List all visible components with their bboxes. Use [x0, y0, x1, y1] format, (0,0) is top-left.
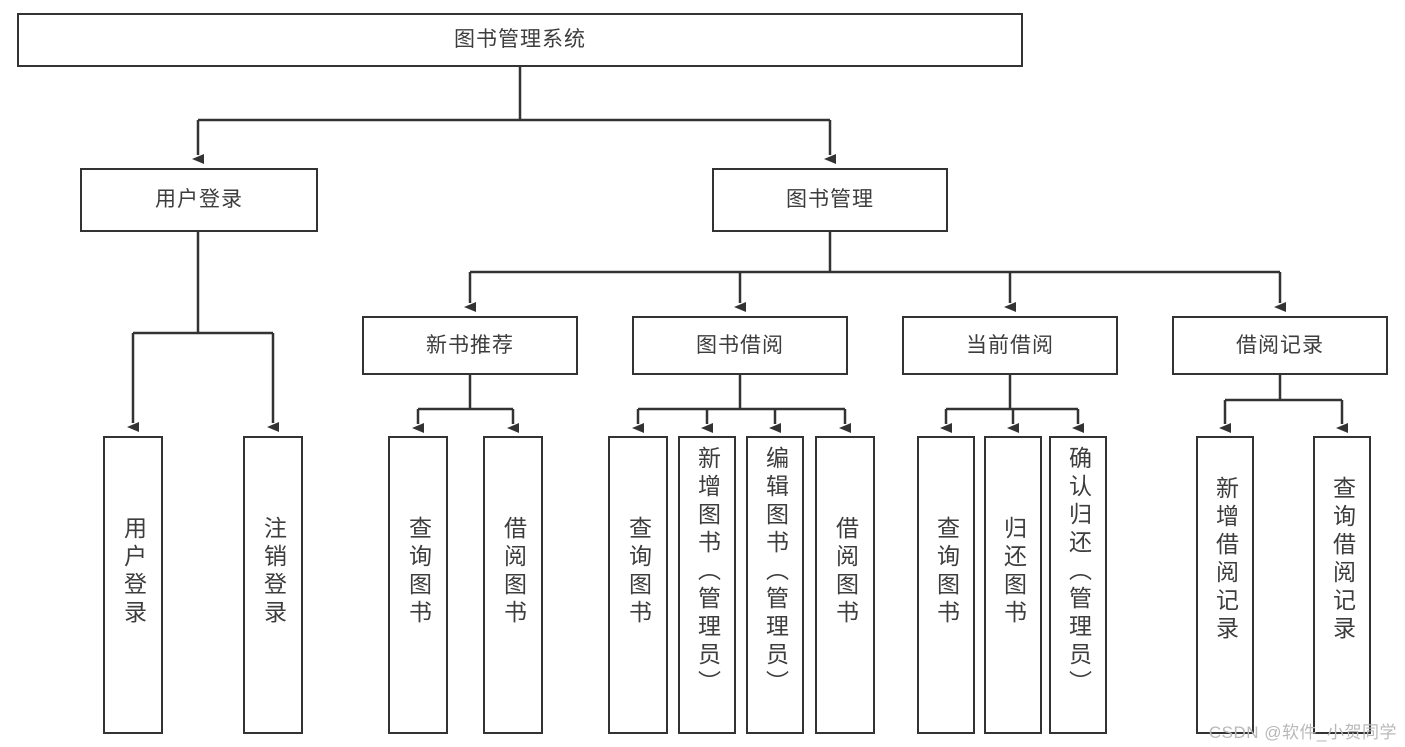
node-book-borrow-label: 图书借阅 — [696, 333, 784, 357]
node-leaf-edit-book[interactable]: 编辑图书（管理员） — [746, 436, 804, 734]
node-leaf-borrow-book-2-label: 借阅图书 — [832, 516, 859, 628]
node-leaf-return-book-label: 归还图书 — [1000, 516, 1027, 628]
node-leaf-borrow-book-1-label: 借阅图书 — [500, 516, 527, 628]
node-leaf-return-book[interactable]: 归还图书 — [984, 436, 1042, 734]
node-leaf-add-book[interactable]: 新增图书（管理员） — [678, 436, 736, 734]
watermark: CSDN @软件_小贺同学 — [1208, 723, 1397, 742]
node-leaf-user-logout-label: 注销登录 — [260, 516, 287, 628]
node-new-book-recommend[interactable]: 新书推荐 — [362, 316, 578, 375]
node-leaf-confirm-return-label: 确认归还（管理员） — [1065, 446, 1092, 698]
node-leaf-borrow-book-1[interactable]: 借阅图书 — [483, 436, 543, 734]
node-leaf-query-record[interactable]: 查询借阅记录 — [1313, 436, 1371, 734]
node-new-book-recommend-label: 新书推荐 — [426, 333, 514, 357]
node-borrow-record-label: 借阅记录 — [1236, 333, 1324, 357]
node-leaf-user-login-label: 用户登录 — [120, 516, 147, 628]
node-leaf-edit-book-label: 编辑图书（管理员） — [762, 446, 789, 698]
node-leaf-add-record-label: 新增借阅记录 — [1212, 476, 1239, 644]
node-leaf-query-book-1[interactable]: 查询图书 — [388, 436, 448, 734]
node-current-borrow[interactable]: 当前借阅 — [902, 316, 1118, 375]
node-leaf-query-book-3[interactable]: 查询图书 — [917, 436, 975, 734]
node-book-manage-label: 图书管理 — [786, 188, 874, 212]
node-user-login-label: 用户登录 — [155, 188, 243, 212]
node-leaf-borrow-book-2[interactable]: 借阅图书 — [815, 436, 875, 734]
node-book-manage[interactable]: 图书管理 — [712, 168, 948, 232]
node-borrow-record[interactable]: 借阅记录 — [1172, 316, 1388, 375]
node-leaf-user-login[interactable]: 用户登录 — [103, 436, 163, 734]
node-leaf-query-record-label: 查询借阅记录 — [1329, 476, 1356, 644]
node-leaf-add-record[interactable]: 新增借阅记录 — [1196, 436, 1254, 734]
node-leaf-add-book-label: 新增图书（管理员） — [694, 446, 721, 698]
node-current-borrow-label: 当前借阅 — [966, 333, 1054, 357]
node-leaf-user-logout[interactable]: 注销登录 — [243, 436, 303, 734]
node-leaf-confirm-return[interactable]: 确认归还（管理员） — [1049, 436, 1107, 734]
node-book-borrow[interactable]: 图书借阅 — [632, 316, 848, 375]
node-leaf-query-book-3-label: 查询图书 — [933, 516, 960, 628]
node-user-login[interactable]: 用户登录 — [80, 168, 318, 232]
node-root-label: 图书管理系统 — [454, 28, 586, 52]
node-leaf-query-book-2[interactable]: 查询图书 — [608, 436, 668, 734]
node-leaf-query-book-2-label: 查询图书 — [625, 516, 652, 628]
node-leaf-query-book-1-label: 查询图书 — [405, 516, 432, 628]
node-root[interactable]: 图书管理系统 — [17, 13, 1023, 67]
